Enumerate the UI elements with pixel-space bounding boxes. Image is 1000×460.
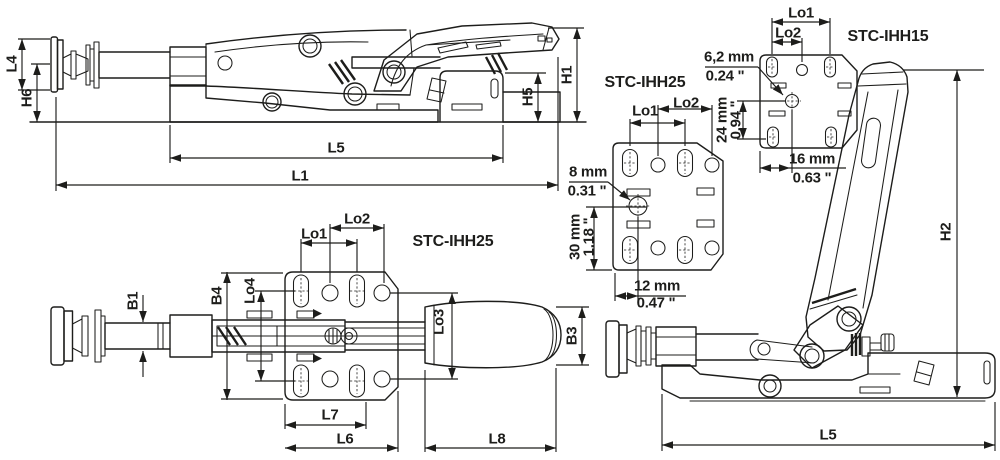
top-view xyxy=(50,224,589,452)
dim-label-h2: H2 xyxy=(937,222,955,242)
dim-label-ihh15-hole-mm: 6,2 mm xyxy=(704,48,754,66)
dim-label-ihh15-hole-in: 0.24 " xyxy=(705,67,745,85)
dim-label-l4: L4 xyxy=(3,55,21,73)
dim-label-lo4: Lo4 xyxy=(241,278,259,304)
dim-label-ihh15-horiz-in: 0.63 " xyxy=(792,169,832,187)
dim-label-b3: B3 xyxy=(563,326,581,346)
dim-label-h5: H5 xyxy=(519,87,537,107)
dim-label-ihh25-lo1: Lo1 xyxy=(632,102,658,120)
hole-pattern-ihh25 xyxy=(569,105,724,301)
dim-label-ihh25-horiz-mm: 12 mm xyxy=(633,277,681,295)
dim-label-lo3: Lo3 xyxy=(430,309,448,335)
dim-label-ihh25-vert-in: 1.18 " xyxy=(580,217,598,257)
dim-label-top-lo2: Lo2 xyxy=(344,210,370,228)
dim-label-b1: B1 xyxy=(124,291,142,311)
dim-label-l7: L7 xyxy=(321,406,339,424)
side-view-closed xyxy=(18,22,587,191)
dim-label-ihh15-horiz-mm: 16 mm xyxy=(788,150,836,168)
dim-label-ihh25-hole-mm: 8 mm xyxy=(569,163,607,181)
dim-label-ihh15-lo1: Lo1 xyxy=(788,4,814,22)
dim-label-h6: H6 xyxy=(18,88,36,108)
model-title-ihh25-pattern: STC-IHH25 xyxy=(604,74,686,91)
dim-label-b4: B4 xyxy=(208,286,226,306)
model-title-ihh25-top-view: STC-IHH25 xyxy=(412,233,494,250)
model-title-ihh15: STC-IHH15 xyxy=(847,28,929,45)
dim-label-ihh25-hole-in: 0.31 " xyxy=(567,182,607,200)
dim-label-ihh15-vert-in: 0.94 " xyxy=(727,100,745,140)
dim-label-h1: H1 xyxy=(558,65,576,85)
dim-label-l8: L8 xyxy=(488,430,506,448)
dim-label-l1: L1 xyxy=(291,167,309,185)
dim-label-open-l5: L5 xyxy=(819,426,837,444)
dim-label-ihh15-lo2: Lo2 xyxy=(775,24,801,42)
dim-label-l5: L5 xyxy=(327,139,345,157)
dim-label-ihh25-lo2: Lo2 xyxy=(673,94,699,112)
hole-pattern-ihh15 xyxy=(705,18,858,173)
side-view-open xyxy=(605,61,996,451)
dim-label-ihh25-horiz-in: 0.47 " xyxy=(636,294,676,312)
dim-label-l6: L6 xyxy=(336,430,354,448)
dim-label-top-lo1: Lo1 xyxy=(301,225,327,243)
